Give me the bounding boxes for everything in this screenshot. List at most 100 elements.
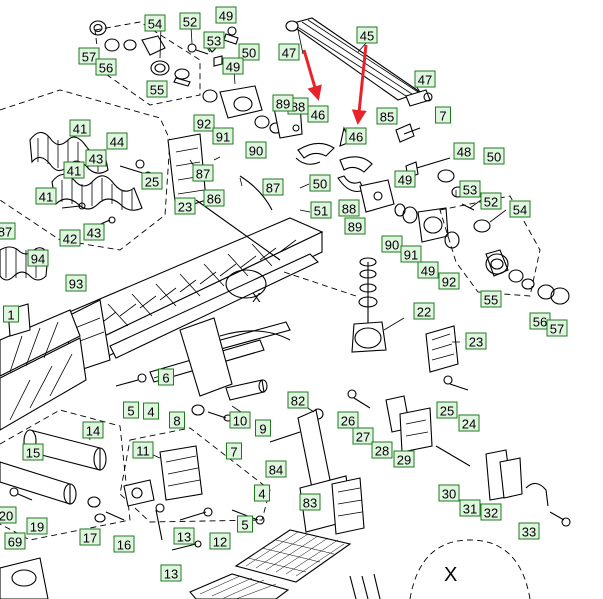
callout-label: 56 <box>529 312 551 330</box>
callout-number: 91 <box>216 130 230 145</box>
callout-label: 91 <box>212 127 234 145</box>
callout-label: 46 <box>345 127 367 145</box>
callout-label: 90 <box>381 235 403 253</box>
callout-number: 90 <box>249 144 263 159</box>
callout-label: 41 <box>63 161 85 179</box>
callout-number: 30 <box>442 487 456 502</box>
callout-label: 4 <box>254 484 270 502</box>
callout-number: 57 <box>550 322 564 337</box>
callout-label: 46 <box>307 105 329 123</box>
callout-number: 27 <box>356 430 370 445</box>
callout-label: 90 <box>245 141 267 159</box>
callout-number: 51 <box>314 204 328 219</box>
callout-number: 43 <box>87 226 101 241</box>
rollers-lower-left <box>0 409 131 541</box>
callout-label: 55 <box>480 290 502 308</box>
callout-number: 26 <box>341 414 355 429</box>
callout-number: 56 <box>99 61 113 76</box>
callout-label: 88 <box>338 199 360 217</box>
callout-number: 88 <box>291 100 305 115</box>
callout-number: 23 <box>469 335 483 350</box>
callout-label: 15 <box>22 443 44 461</box>
callout-label: 45 <box>356 26 378 44</box>
callout-label: 54 <box>144 14 166 32</box>
callout-number: 11 <box>136 444 150 459</box>
callout-number: 45 <box>360 29 374 44</box>
callout-label: 24 <box>458 414 480 432</box>
callout-number: 52 <box>183 15 197 30</box>
callout-number: 47 <box>418 73 432 88</box>
callout-label: 49 <box>417 261 439 279</box>
callout-label: 52 <box>179 12 201 30</box>
callout-label: 47 <box>278 43 300 61</box>
callout-number: 48 <box>457 145 471 160</box>
callout-number: 46 <box>311 108 325 123</box>
damper-assembly <box>283 257 459 373</box>
callout-number: 54 <box>148 17 162 32</box>
callout-number: 90 <box>385 238 399 253</box>
callout-label: 16 <box>113 535 135 553</box>
callout-label: 5 <box>237 515 253 533</box>
callout-number: 53 <box>207 34 221 49</box>
callout-label: 7 <box>435 106 451 124</box>
callout-label: 6 <box>158 368 174 386</box>
callout-label: 43 <box>83 223 105 241</box>
bracket-lower-middle <box>119 427 271 551</box>
callout-number: 17 <box>83 531 97 546</box>
callout-number: 57 <box>82 50 96 65</box>
callout-label: 55 <box>146 80 168 98</box>
callout-label: 27 <box>352 427 374 445</box>
grille-panels <box>189 529 381 599</box>
callout-label: 20 <box>0 506 17 524</box>
callout-label: 30 <box>438 484 460 502</box>
callout-number: 44 <box>110 135 124 150</box>
callout-label: 14 <box>82 421 104 439</box>
callout-label: 26 <box>337 411 359 429</box>
callout-label: 25 <box>436 401 458 419</box>
highlight-arrows <box>302 44 368 125</box>
callout-label: 85 <box>376 107 398 125</box>
callout-number: 56 <box>533 315 547 330</box>
callout-number: 19 <box>30 520 44 535</box>
callout-number: 15 <box>26 446 40 461</box>
callout-number: 50 <box>313 177 327 192</box>
callout-number: 25 <box>440 404 454 419</box>
callout-number: 43 <box>89 152 103 167</box>
callout-number: 31 <box>463 502 477 517</box>
callout-label: 23 <box>465 332 487 350</box>
callout-number: 83 <box>303 496 317 511</box>
callout-number: 92 <box>442 275 456 290</box>
callout-number: 22 <box>417 305 431 320</box>
callout-number: 42 <box>63 232 77 247</box>
callout-label: 48 <box>453 142 475 160</box>
callout-label: 94 <box>27 249 49 267</box>
callout-number: 4 <box>258 487 265 502</box>
callout-label: 13 <box>160 564 182 582</box>
callout-label: 8 <box>169 411 185 429</box>
callout-label: 57 <box>78 47 100 65</box>
callout-number: 82 <box>291 394 305 409</box>
callout-label: 87 <box>262 178 284 196</box>
callout-number: 88 <box>342 202 356 217</box>
view-x-marker: X <box>252 290 261 305</box>
callout-label: 83 <box>299 493 321 511</box>
callout-number: 5 <box>127 404 134 419</box>
lower-right-parts <box>347 375 571 527</box>
callout-label: 50 <box>309 174 331 192</box>
callout-label: 49 <box>394 170 416 188</box>
left-arm-frame <box>0 303 87 431</box>
roller-assembly-top-right <box>285 17 433 107</box>
callout-label: 47 <box>414 70 436 88</box>
callout-number: 89 <box>348 220 362 235</box>
red-arrow-left <box>302 49 322 101</box>
callout-number: 13 <box>177 530 191 545</box>
callout-label: 11 <box>132 441 154 459</box>
callout-number: 54 <box>513 203 527 218</box>
callout-label: 25 <box>141 172 163 190</box>
callout-number: 47 <box>282 46 296 61</box>
callout-label: 91 <box>400 245 422 263</box>
cylinder-linkage <box>115 317 291 422</box>
callout-label: 89 <box>272 94 294 112</box>
callout-label: 41 <box>35 187 57 205</box>
